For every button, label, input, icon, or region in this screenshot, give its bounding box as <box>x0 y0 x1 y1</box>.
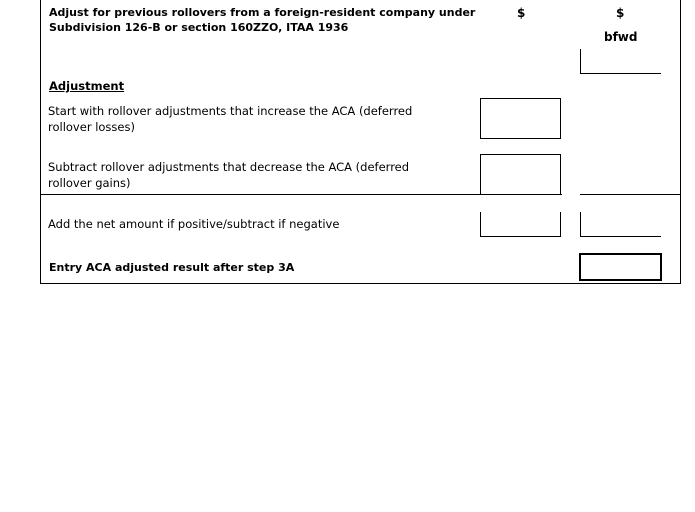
bfwd-amount-field[interactable] <box>580 49 661 74</box>
column-a-currency-label: $ <box>517 6 526 20</box>
net-amount-field[interactable] <box>480 212 561 237</box>
net-amount-bfwd-field[interactable] <box>580 212 661 237</box>
section-divider <box>41 194 680 195</box>
form-title-line1: Adjust for previous rollovers from a for… <box>49 6 476 19</box>
column-b-bfwd-label: bfwd <box>604 30 638 44</box>
rollover-losses-label: Start with rollover adjustments that inc… <box>48 103 412 135</box>
rollover-losses-label-line2: rollover losses) <box>48 120 135 134</box>
rollover-adjustment-form: Adjust for previous rollovers from a for… <box>40 0 681 284</box>
net-amount-label: Add the net amount if positive/subtract … <box>48 217 340 231</box>
adjustment-section-heading: Adjustment <box>49 79 125 93</box>
rollover-gains-label-line1: Subtract rollover adjustments that decre… <box>48 160 410 174</box>
entry-aca-result-label: Entry ACA adjusted result after step 3A <box>49 261 295 274</box>
divider-gap-a <box>562 193 580 196</box>
form-title-line2: Subdivision 126-B or section 160ZZO, ITA… <box>49 21 349 34</box>
rollover-gains-label: Subtract rollover adjustments that decre… <box>48 159 409 191</box>
rollover-gains-label-line2: rollover gains) <box>48 176 131 190</box>
form-title: Adjust for previous rollovers from a for… <box>49 5 475 35</box>
rollover-losses-label-line1: Start with rollover adjustments that inc… <box>48 104 413 118</box>
rollover-losses-amount-field[interactable] <box>480 98 561 139</box>
entry-aca-result-field[interactable] <box>579 253 662 281</box>
column-b-currency-label: $ <box>616 6 625 20</box>
rollover-gains-amount-field[interactable] <box>480 154 561 195</box>
